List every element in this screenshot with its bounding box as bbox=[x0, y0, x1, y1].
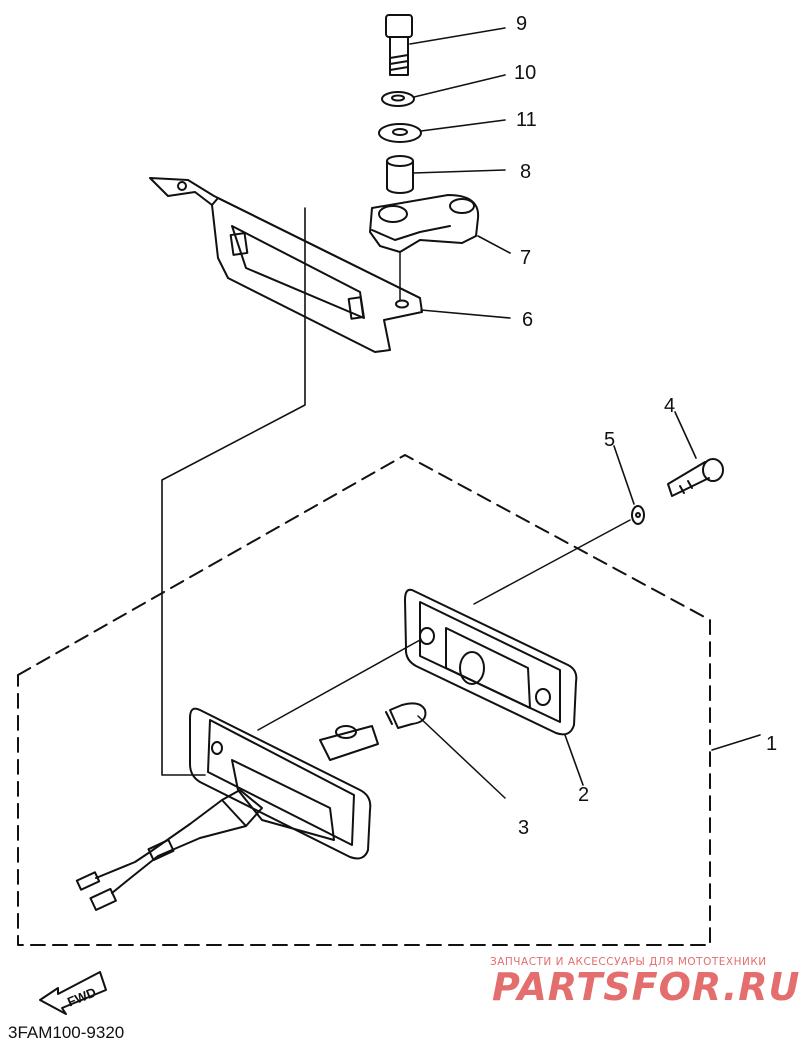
forward-arrow: FWD bbox=[39, 971, 107, 1015]
part-3-bulb bbox=[385, 702, 427, 729]
leader-lines bbox=[409, 27, 761, 786]
bulb-line bbox=[417, 715, 506, 799]
diagram-code: 3FAM100-9320 bbox=[8, 1023, 124, 1042]
part-11-washer bbox=[378, 123, 422, 143]
part-7-stay bbox=[369, 194, 480, 301]
callout-10: 10 bbox=[514, 62, 536, 84]
callout-2: 2 bbox=[578, 784, 589, 806]
callout-5: 5 bbox=[604, 429, 615, 451]
watermark-brand: PARTSFOR.RU bbox=[492, 965, 800, 1009]
part-10-lock-washer bbox=[381, 91, 415, 107]
callout-6: 6 bbox=[522, 309, 533, 331]
mounting-reference-line bbox=[161, 207, 306, 776]
part-5-washer bbox=[631, 505, 645, 525]
callout-7: 7 bbox=[520, 247, 531, 269]
callout-labels: 9 10 11 8 7 6 4 5 2 3 1 bbox=[514, 13, 777, 839]
lamp-housing bbox=[75, 707, 379, 911]
lens-to-base-line bbox=[257, 639, 421, 731]
callout-11: 11 bbox=[516, 109, 537, 131]
part-2-lens bbox=[404, 588, 578, 736]
watermark-tagline: ЗАПЧАСТИ И АКСЕССУАРЫ ДЛЯ МОТОТЕХНИКИ bbox=[490, 956, 767, 968]
part-4-screw bbox=[667, 458, 724, 497]
callout-9: 9 bbox=[516, 13, 527, 35]
callout-1: 1 bbox=[766, 733, 777, 755]
watermark: ЗАПЧАСТИ И АКСЕССУАРЫ ДЛЯ МОТОТЕХНИКИ PA… bbox=[490, 956, 800, 1009]
callout-3: 3 bbox=[518, 817, 529, 839]
part-8-collar bbox=[386, 155, 414, 194]
part-6-bracket bbox=[149, 177, 423, 353]
callout-4: 4 bbox=[664, 395, 675, 417]
lens-screw-line bbox=[473, 519, 631, 605]
part-9-bolt bbox=[385, 14, 413, 76]
callout-8: 8 bbox=[520, 161, 531, 183]
assembly-outline bbox=[17, 454, 711, 946]
